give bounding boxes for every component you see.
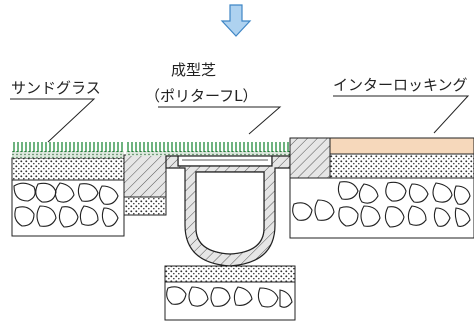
sand-grass-section — [11, 142, 125, 237]
molded-turf-cover — [126, 142, 296, 156]
left-concrete-curb — [123, 154, 167, 198]
channel-crushed-stone — [164, 281, 296, 321]
leader-interlocking — [333, 95, 470, 134]
leader-sand-grass — [10, 98, 96, 143]
down-arrow-icon — [220, 4, 252, 37]
label-interlocking: インターロッキング — [333, 76, 468, 94]
label-molded-turf: 成型芝 — [171, 61, 216, 79]
drain-grating-plate — [177, 155, 273, 167]
left-sand-bed — [11, 157, 125, 181]
interlocking-section — [289, 137, 474, 239]
label-sand-grass: サンドグラス — [11, 79, 101, 97]
channel-sand-bed — [164, 265, 296, 283]
left-curb-sand-bed — [123, 196, 167, 216]
leader-lines — [10, 95, 470, 143]
interlocking-block — [329, 137, 474, 155]
left-turf-sand-layer — [12, 151, 124, 158]
left-turf-blades — [13, 142, 123, 152]
leader-molded-turf — [158, 106, 282, 135]
right-crushed-stone — [289, 177, 474, 239]
label-molded-turf-product: （ポリターフL） — [145, 87, 257, 105]
right-sand-bed — [329, 153, 474, 179]
drain-channel-inner — [195, 171, 265, 255]
